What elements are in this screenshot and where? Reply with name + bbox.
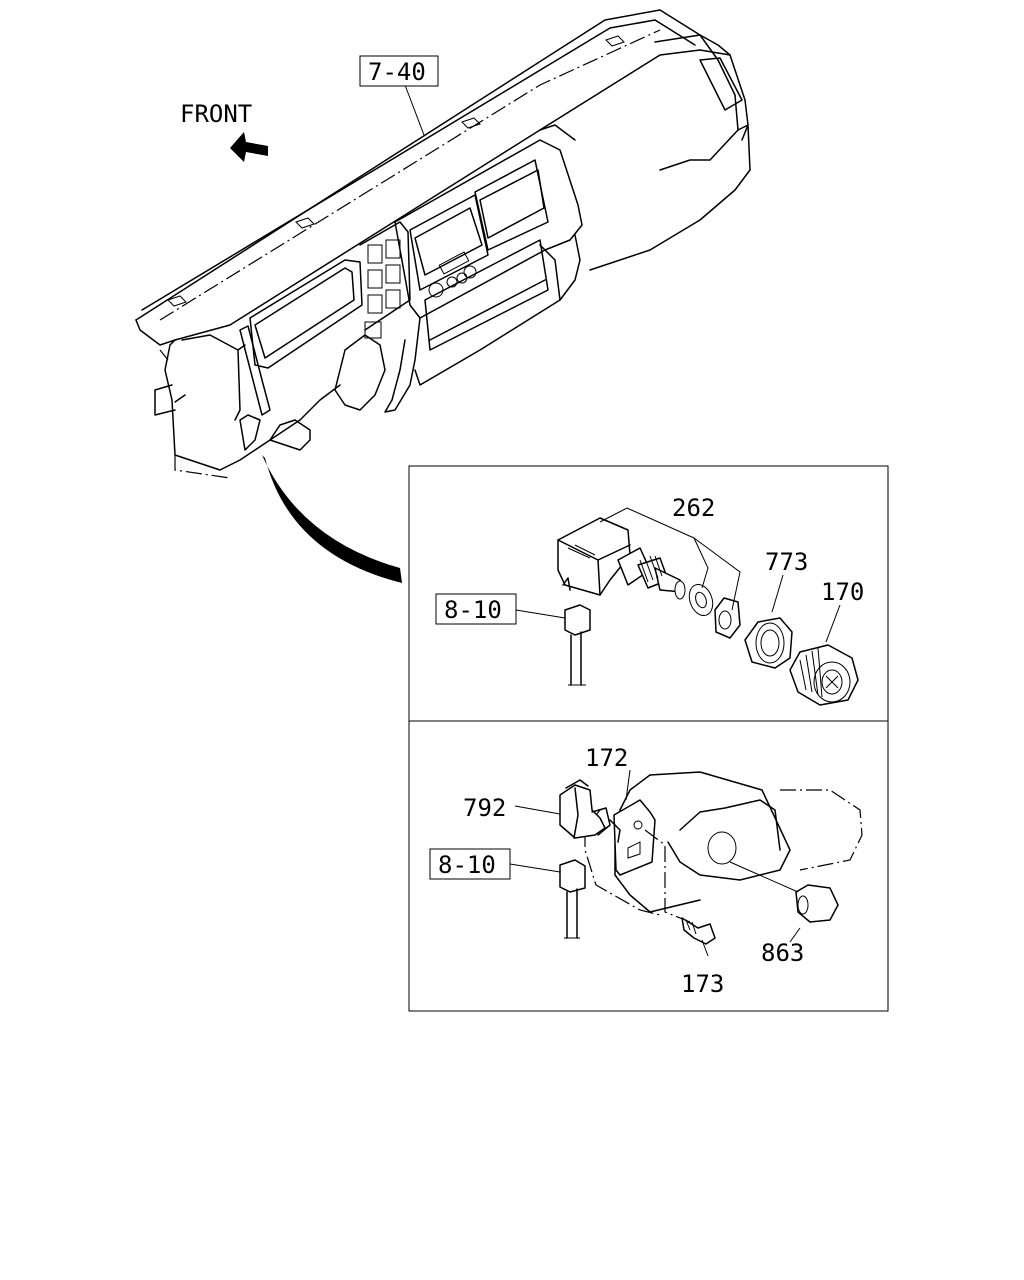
callout-part-switch[interactable]: 262 <box>672 494 715 522</box>
relay-assembly <box>509 769 863 957</box>
callout-ref-dashboard-label: 7-40 <box>368 58 426 86</box>
detail-frame <box>408 465 889 1012</box>
callout-part-knob-label: 170 <box>821 578 864 606</box>
callout-ref-dashboard[interactable]: 7-40 <box>359 55 439 87</box>
callout-part-cap-label: 863 <box>761 939 804 967</box>
callout-ref-harness-bottom-label: 8-10 <box>438 851 496 879</box>
callout-ref-harness-top-label: 8-10 <box>444 596 502 624</box>
callout-part-knob[interactable]: 170 <box>821 578 864 606</box>
callout-part-nut[interactable]: 773 <box>765 548 808 576</box>
callout-part-bolt[interactable]: 173 <box>681 970 724 998</box>
callout-part-nut-label: 773 <box>765 548 808 576</box>
dashboard-assembly <box>135 9 751 479</box>
detail-leader <box>262 455 402 583</box>
callout-part-cap[interactable]: 863 <box>761 939 804 967</box>
callout-ref-harness-bottom[interactable]: 8-10 <box>429 848 511 880</box>
front-indicator: FRONT <box>180 100 268 162</box>
callout-part-relay-label: 792 <box>463 794 506 822</box>
callout-part-relay[interactable]: 792 <box>463 794 506 822</box>
callout-ref-harness-top[interactable]: 8-10 <box>435 593 517 625</box>
front-label: FRONT <box>180 100 252 128</box>
switch-assembly <box>515 507 859 706</box>
callout-part-bracket-label: 172 <box>585 744 628 772</box>
callout-part-switch-label: 262 <box>672 494 715 522</box>
front-arrow-icon <box>230 132 268 162</box>
callout-part-bolt-label: 173 <box>681 970 724 998</box>
callout-part-bracket[interactable]: 172 <box>585 744 628 772</box>
